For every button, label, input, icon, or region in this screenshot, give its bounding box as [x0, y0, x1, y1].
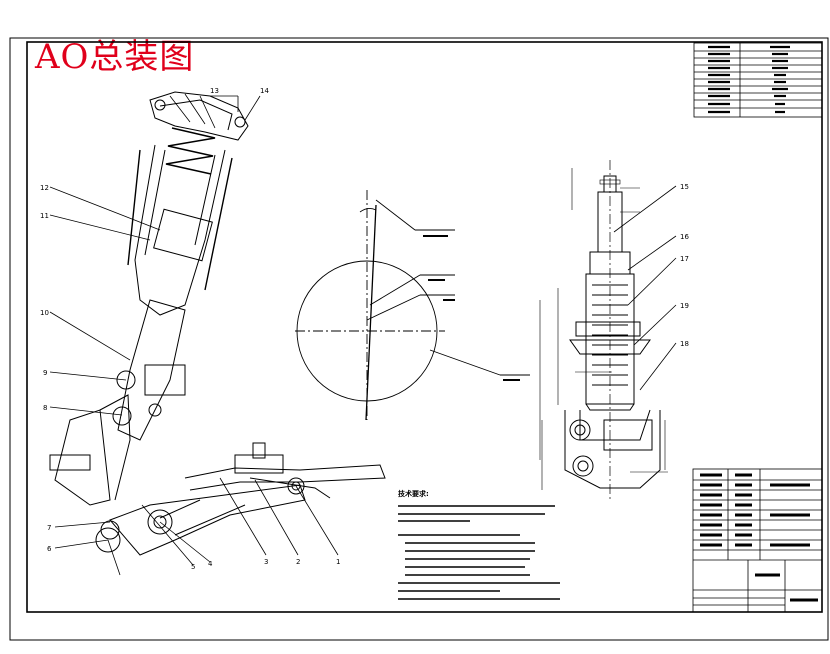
- callout-numbers: 1 2 3 4 5 6 7 8 9 10 11 12 13 14 15 16 1…: [40, 87, 689, 571]
- title-block: [692, 468, 823, 613]
- callout-10: 10: [40, 309, 49, 317]
- callout-2: 2: [296, 558, 300, 566]
- callout-6: 6: [47, 545, 52, 553]
- callout-1: 1: [336, 558, 340, 566]
- sheet-frame: [9, 37, 829, 641]
- callout-8: 8: [43, 404, 47, 412]
- callout-9: 9: [43, 369, 47, 377]
- shock-section-view: [539, 160, 668, 500]
- geometry-schematic: [295, 190, 530, 421]
- callout-4: 4: [208, 560, 213, 568]
- callout-3: 3: [264, 558, 268, 566]
- callout-14: 14: [260, 87, 269, 95]
- callout-7: 7: [47, 524, 51, 532]
- callout-18: 18: [680, 340, 689, 348]
- callout-11: 11: [40, 212, 49, 220]
- drawing-title-stamp: AO总装图: [35, 37, 195, 77]
- callout-5: 5: [191, 563, 195, 571]
- callout-12: 12: [40, 184, 49, 192]
- callout-leaders: [49, 95, 677, 576]
- tech-requirements-heading: 技术要求:: [398, 489, 429, 498]
- callout-13: 13: [210, 87, 219, 95]
- callout-15: 15: [680, 183, 689, 191]
- callout-17: 17: [680, 255, 689, 263]
- tech-requirements-block: 技术要求:: [398, 489, 560, 600]
- callout-16: 16: [680, 233, 689, 241]
- strut-assembly-view: [49, 91, 386, 556]
- parameter-table: [693, 42, 823, 118]
- callout-19: 19: [680, 302, 689, 310]
